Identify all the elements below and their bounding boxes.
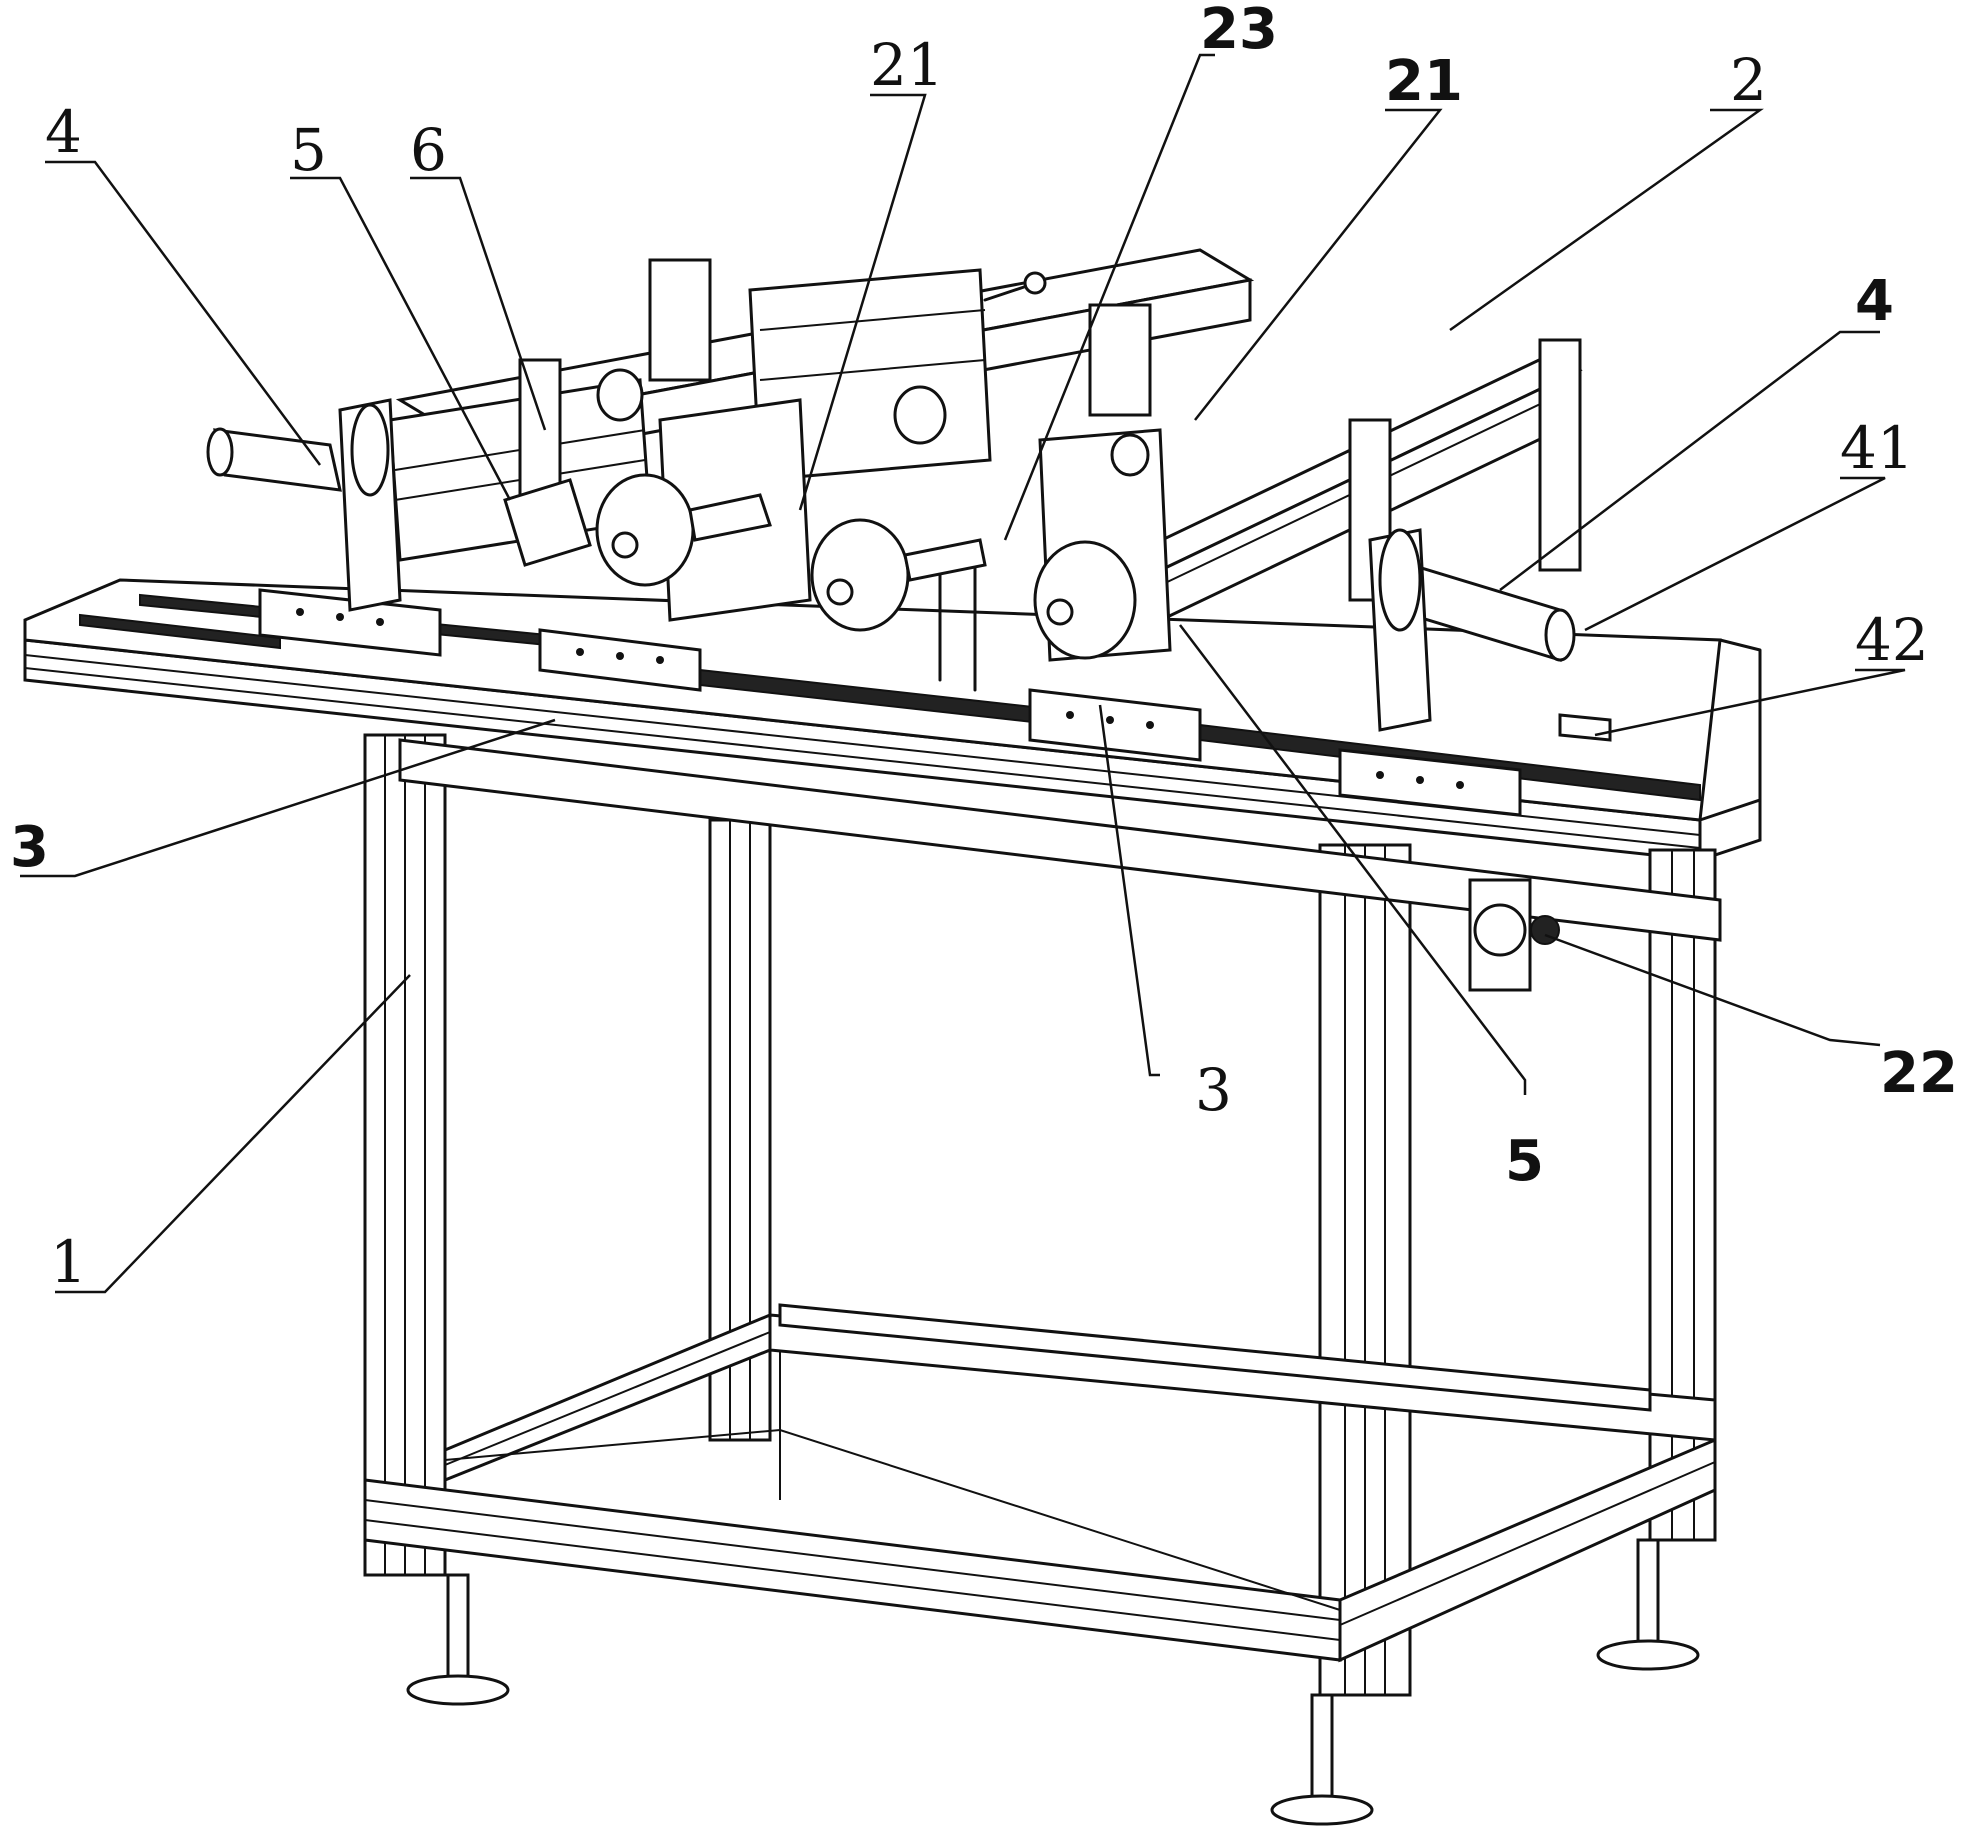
- head-left: [597, 475, 693, 585]
- label-3-center: 3: [1195, 1056, 1232, 1124]
- label-21-right: 21: [1385, 49, 1463, 114]
- head-mid: [812, 520, 908, 630]
- head-right: [1035, 542, 1135, 658]
- label-6: 6: [410, 116, 447, 184]
- label-5-right: 5: [1505, 1129, 1544, 1194]
- shaft-end-41: [1546, 610, 1574, 660]
- label-41: 41: [1840, 414, 1914, 482]
- label-2: 2: [1730, 46, 1767, 114]
- label-42: 42: [1855, 606, 1929, 674]
- bracket-6: [520, 360, 560, 500]
- label-1: 1: [50, 1228, 87, 1296]
- label-21-left: 21: [870, 31, 944, 99]
- label-3-left: 3: [10, 815, 49, 880]
- upright-right: [1540, 340, 1580, 570]
- shaft-42: [1560, 715, 1610, 740]
- bottom-front-beam: [365, 1480, 1340, 1660]
- cylinder-right: [1090, 305, 1150, 415]
- label-22: 22: [1880, 1041, 1958, 1106]
- label-5-left: 5: [290, 116, 327, 184]
- motor-left-4: [215, 430, 340, 490]
- label-4-right: 4: [1855, 269, 1894, 334]
- cylinder-left: [650, 260, 710, 380]
- label-23: 23: [1200, 0, 1278, 62]
- label-4-left: 4: [45, 98, 82, 166]
